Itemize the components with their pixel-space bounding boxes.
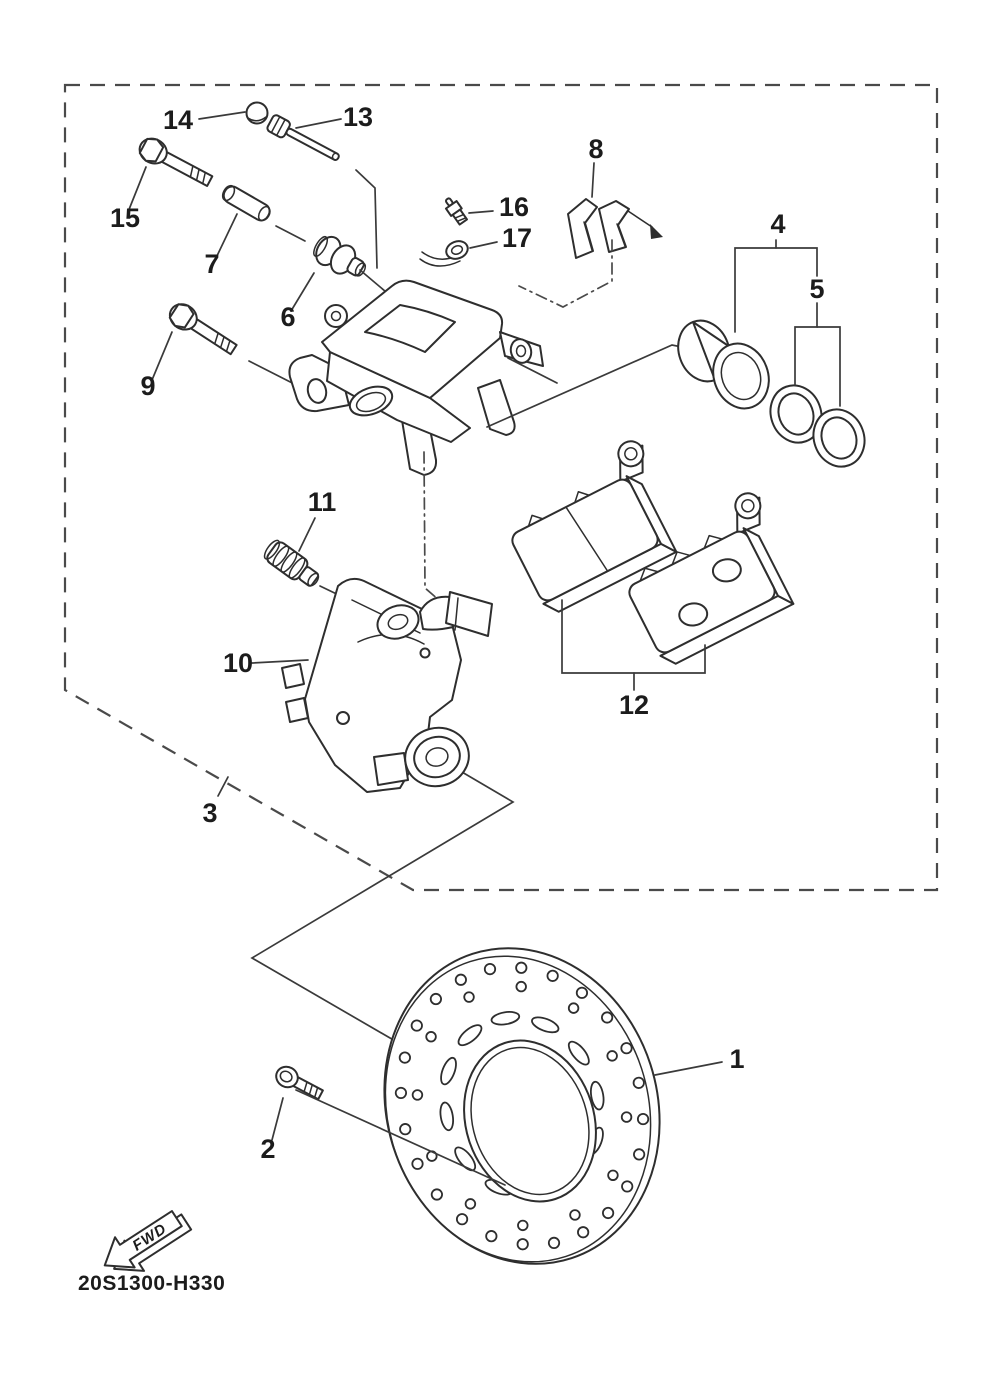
caliper-body xyxy=(288,279,544,476)
caliper-ear-line xyxy=(507,357,558,384)
pin7-axis-line xyxy=(275,225,306,242)
slide-pin-13 xyxy=(266,114,340,161)
bleed-screw xyxy=(444,197,468,226)
leader-10 xyxy=(251,659,309,664)
drawing-code: 20S1300-H330 xyxy=(78,1272,225,1295)
part-label-12: 12 xyxy=(619,690,649,720)
part-label-13: 13 xyxy=(343,102,373,132)
leader-16 xyxy=(468,210,494,214)
caliper-piston xyxy=(677,319,770,410)
cap-14 xyxy=(245,101,269,125)
pad-spring-clip xyxy=(567,198,663,259)
bushing-11 xyxy=(263,539,320,587)
piston-seal-set xyxy=(769,384,866,468)
bolt2-axis-line xyxy=(295,1089,506,1186)
leader-6 xyxy=(290,272,315,312)
leader-17 xyxy=(469,241,498,249)
part-label-1: 1 xyxy=(729,1044,744,1074)
leader-14 xyxy=(198,111,246,120)
brake-disc xyxy=(383,947,661,1265)
bracket-line-4 xyxy=(734,247,818,333)
bracket-line-5a xyxy=(794,302,818,386)
part-label-14: 14 xyxy=(163,105,193,135)
boot-6 xyxy=(313,235,367,277)
washer-17 xyxy=(419,240,469,267)
leader-9 xyxy=(151,331,173,381)
pin13-axis-line xyxy=(355,169,378,269)
part-label-11: 11 xyxy=(308,487,337,517)
clip8-centerline xyxy=(518,239,613,308)
part-label-9: 9 xyxy=(140,371,155,401)
bracket-centerline xyxy=(423,451,441,602)
disc-bolt xyxy=(275,1065,324,1101)
leader-3 xyxy=(217,776,229,797)
leader-11 xyxy=(298,517,316,552)
part-label-16: 16 xyxy=(499,192,529,222)
part-label-6: 6 xyxy=(280,302,295,332)
part-label-7: 7 xyxy=(204,249,219,279)
part-label-8: 8 xyxy=(588,134,603,164)
leader-15 xyxy=(127,166,147,213)
part-label-5: 5 xyxy=(809,274,824,304)
leader-8 xyxy=(591,162,595,198)
part-label-3: 3 xyxy=(202,798,217,828)
caliper-bracket xyxy=(281,577,493,793)
part-label-15: 15 xyxy=(110,203,140,233)
part-label-4: 4 xyxy=(770,209,785,239)
leader-2 xyxy=(271,1097,284,1141)
pad-pin-7 xyxy=(221,184,271,222)
dashed-boundary xyxy=(63,83,939,892)
brake-pad-left xyxy=(511,440,678,613)
caliper-bolt-9 xyxy=(168,303,238,356)
leader-1 xyxy=(654,1061,723,1076)
part-label-17: 17 xyxy=(502,223,532,253)
fwd-arrow: FWD xyxy=(103,1210,193,1272)
leader-7 xyxy=(215,213,238,259)
assembly-to-disc-line xyxy=(250,764,515,1061)
part-label-2: 2 xyxy=(260,1134,275,1164)
caliper-bolt-15 xyxy=(138,137,214,187)
brake-pad-right xyxy=(628,492,795,665)
leader-13 xyxy=(295,118,342,129)
part-label-10: 10 xyxy=(223,648,253,678)
bracket-line-5b xyxy=(816,326,841,407)
